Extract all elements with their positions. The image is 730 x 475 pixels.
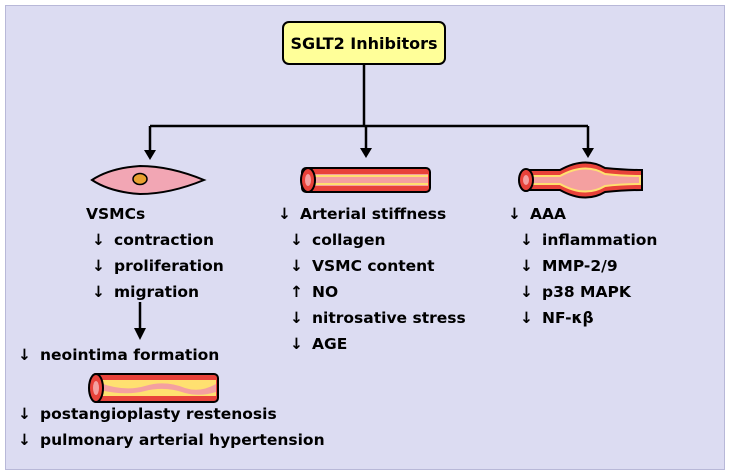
down-arrow-icon: ↓	[290, 231, 303, 249]
vsmcs-heading: VSMCs	[86, 205, 146, 223]
vsmc-item-proliferation: ↓ proliferation	[92, 253, 224, 279]
down-arrow-icon: ↓	[290, 257, 303, 275]
item-label: neointima formation	[40, 346, 220, 364]
down-arrow-icon: ↓	[290, 335, 303, 353]
pah-outcome: ↓ pulmonary arterial hypertension	[18, 427, 325, 453]
down-arrow-icon: ↓	[278, 205, 291, 223]
down-arrow-icon: ↓	[520, 231, 533, 249]
arrowhead-vsmc	[144, 150, 156, 160]
item-label: p38 MAPK	[542, 283, 631, 301]
arrowhead-stiffness	[360, 148, 372, 158]
item-label: nitrosative stress	[312, 309, 466, 327]
down-arrow-icon: ↓	[18, 405, 31, 423]
sglt2-inhibitors-box: SGLT2 Inhibitors	[282, 21, 446, 65]
item-label: collagen	[312, 231, 386, 249]
aaa-item-inflammation: ↓ inflammation	[520, 227, 657, 253]
item-label: NF-κβ	[542, 309, 594, 327]
aaa-item-mmp: ↓ MMP-2/9	[520, 253, 618, 279]
aaa-item-nfkb: ↓ NF-κβ	[520, 305, 594, 331]
aneurysm-artery-icon	[518, 161, 643, 199]
arrowhead-neointima	[134, 328, 146, 340]
vsmc-cell-icon	[90, 164, 207, 196]
item-label: proliferation	[114, 257, 224, 275]
down-arrow-icon: ↓	[520, 283, 533, 301]
restenosis-outcome: ↓ postangioplasty restenosis	[18, 401, 277, 427]
stenosed-artery-icon	[88, 373, 219, 403]
stiffness-item-vsmc-content: ↓ VSMC content	[290, 253, 435, 279]
straight-artery-icon	[300, 167, 431, 193]
up-arrow-icon: ↑	[290, 283, 303, 301]
down-arrow-icon: ↓	[520, 309, 533, 327]
down-arrow-icon: ↓	[508, 205, 521, 223]
heading-label: AAA	[530, 205, 566, 223]
stiffness-item-nitrosative: ↓ nitrosative stress	[290, 305, 466, 331]
neointima-outcome: ↓ neointima formation	[18, 342, 219, 368]
stiffness-item-age: ↓ AGE	[290, 331, 347, 357]
item-label: postangioplasty restenosis	[40, 405, 277, 423]
stiffness-item-no: ↑ NO	[290, 279, 338, 305]
aaa-item-p38: ↓ p38 MAPK	[520, 279, 631, 305]
down-arrow-icon: ↓	[92, 257, 105, 275]
aaa-heading: ↓ AAA	[508, 201, 566, 227]
vsmc-item-contraction: ↓ contraction	[92, 227, 214, 253]
down-arrow-icon: ↓	[92, 283, 105, 301]
item-label: contraction	[114, 231, 214, 249]
heading-label: Arterial stiffness	[300, 205, 447, 223]
arterial-stiffness-heading: ↓ Arterial stiffness	[278, 201, 446, 227]
arrowhead-aaa	[582, 148, 594, 158]
item-label: MMP-2/9	[542, 257, 618, 275]
item-label: migration	[114, 283, 200, 301]
item-label: AGE	[312, 335, 348, 353]
stiffness-item-collagen: ↓ collagen	[290, 227, 386, 253]
vsmc-item-migration: ↓ migration	[92, 279, 199, 305]
down-arrow-icon: ↓	[290, 309, 303, 327]
down-arrow-icon: ↓	[18, 346, 31, 364]
down-arrow-icon: ↓	[92, 231, 105, 249]
item-label: inflammation	[542, 231, 658, 249]
item-label: VSMC content	[312, 257, 435, 275]
down-arrow-icon: ↓	[18, 431, 31, 449]
down-arrow-icon: ↓	[520, 257, 533, 275]
item-label: pulmonary arterial hypertension	[40, 431, 325, 449]
item-label: NO	[312, 283, 339, 301]
